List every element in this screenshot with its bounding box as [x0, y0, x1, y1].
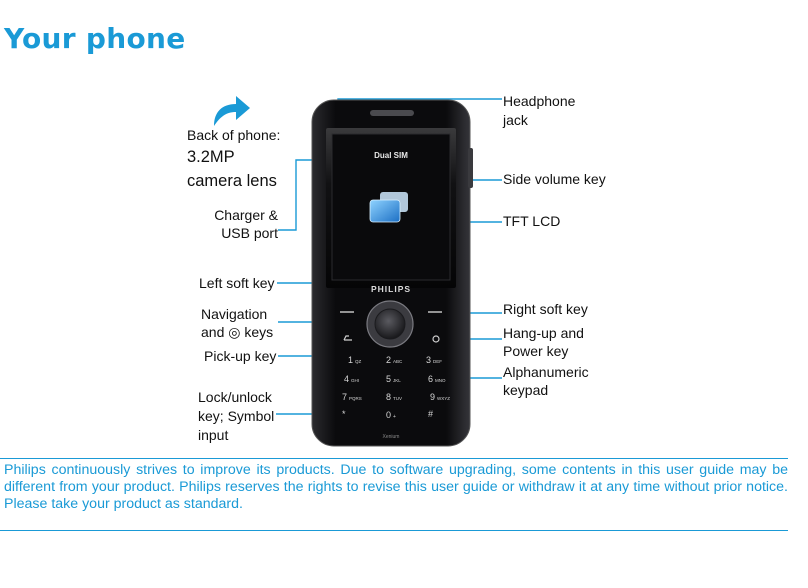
- key-5: 5: [386, 374, 391, 384]
- right-soft-key-label: Right soft key: [503, 301, 588, 317]
- screen-label: Dual SIM: [374, 151, 408, 160]
- speaker-grille: [370, 110, 414, 116]
- keypad-label-line1: Alphanumeric: [503, 364, 589, 380]
- key-1-letters: QZ: [355, 359, 362, 364]
- left-soft-key-label: Left soft key: [199, 275, 275, 291]
- key-2-letters: ABC: [393, 359, 403, 364]
- key-7: 7: [342, 392, 347, 402]
- alphanumeric-keypad: 1 QZ 2 ABC 3 DEF 4 GHI 5 JKL 6 MNO 7 PQR…: [342, 355, 450, 420]
- key-3: 3: [426, 355, 431, 365]
- key-4: 4: [344, 374, 349, 384]
- key-4-letters: GHI: [351, 378, 359, 383]
- navigation-label-line2: and ◎ keys: [201, 324, 274, 340]
- camera-label-line1: 3.2MP: [187, 148, 235, 166]
- key-1: 1: [348, 355, 353, 365]
- key-6-letters: MNO: [435, 378, 446, 383]
- hangup-key-icon: [432, 335, 440, 343]
- key-8: 8: [386, 392, 391, 402]
- hangup-label-line1: Hang-up and: [503, 325, 584, 341]
- key-2: 2: [386, 355, 391, 365]
- key-star: *: [342, 409, 346, 419]
- navigation-label-line1: Navigation: [201, 306, 268, 322]
- charger-label-line2: USB port: [221, 225, 278, 241]
- key-0-letters: +: [393, 414, 396, 420]
- phone-drawing: Dual SIM PHILIPS 1 QZ 2 ABC 3 DEF 4 GHI …: [311, 99, 473, 447]
- lock-key-label-line1: Lock/unlock: [198, 389, 272, 405]
- page-title: Your phone: [4, 22, 186, 55]
- navigation-center-key: [374, 308, 406, 340]
- disclaimer-note: Philips continuously strives to improve …: [4, 462, 788, 512]
- keypad-label-line2: keypad: [503, 382, 549, 398]
- key-8-letters: TUV: [393, 396, 402, 401]
- bottom-divider: [0, 530, 788, 531]
- sim-icon-front: [369, 199, 401, 223]
- phone-illustration: Dual SIM PHILIPS 1 QZ 2 ABC 3 DEF 4 GHI …: [310, 98, 474, 448]
- camera-label-line2: camera lens: [187, 172, 277, 190]
- lock-key-label-line3: input: [198, 427, 229, 443]
- back-arrow-icon: [214, 96, 250, 126]
- key-9-letters: WXYZ: [437, 396, 450, 401]
- key-7-letters: PQRS: [349, 396, 362, 401]
- key-3-letters: DEF: [433, 359, 442, 364]
- pickup-key-icon: [343, 335, 352, 341]
- key-6: 6: [428, 374, 433, 384]
- brand-logo: PHILIPS: [371, 284, 411, 294]
- back-of-phone-label: Back of phone:: [187, 127, 281, 143]
- tft-lcd-label: TFT LCD: [503, 213, 561, 229]
- lock-key-label-line2: key; Symbol: [198, 408, 275, 424]
- key-9: 9: [430, 392, 435, 402]
- callout-line-charger: [278, 159, 323, 231]
- pickup-key-label: Pick-up key: [204, 348, 277, 364]
- side-volume-key: [468, 148, 473, 188]
- top-divider: [0, 458, 788, 459]
- charger-label-line1: Charger &: [214, 207, 278, 223]
- key-5-letters: JKL: [393, 378, 401, 383]
- hangup-label-line2: Power key: [503, 343, 569, 359]
- model-name: Xenium: [383, 434, 400, 440]
- headphone-label-line1: Headphone: [503, 93, 576, 109]
- headphone-label-line2: jack: [503, 112, 528, 128]
- side-volume-key-label: Side volume key: [503, 171, 606, 187]
- key-hash: #: [428, 409, 433, 419]
- key-0: 0: [386, 410, 391, 420]
